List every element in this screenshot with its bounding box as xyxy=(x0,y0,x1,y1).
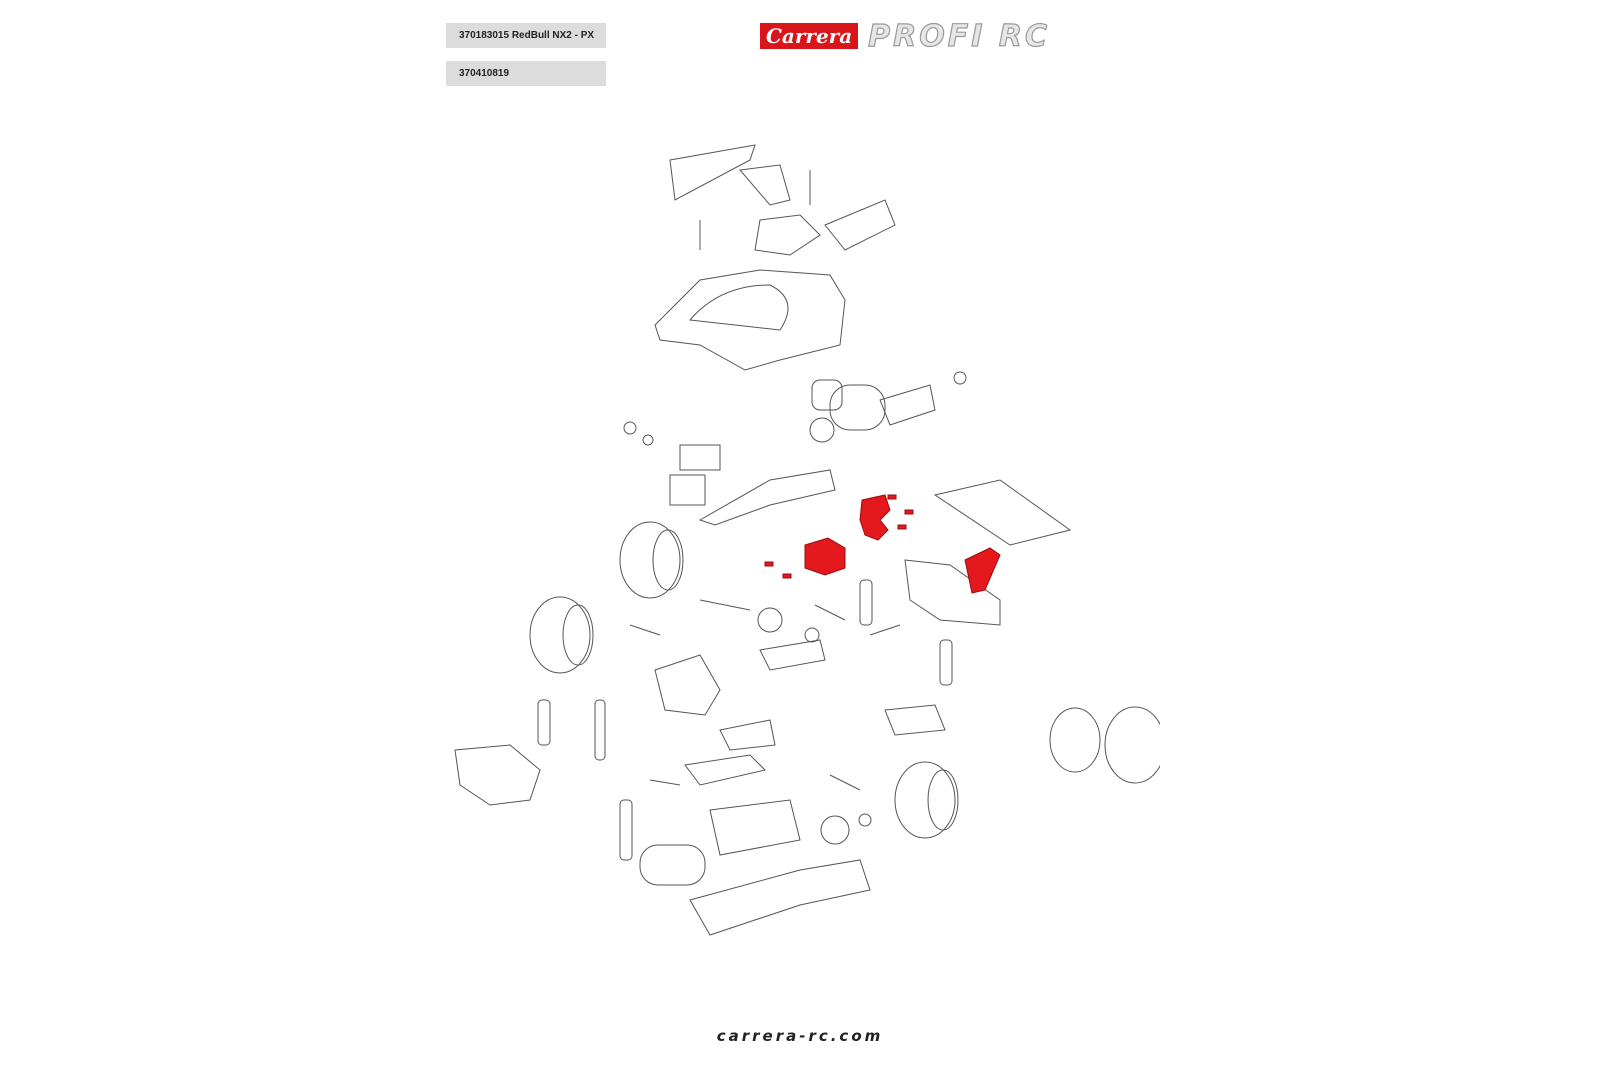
motor xyxy=(809,371,967,443)
wheels xyxy=(529,521,1160,839)
carrera-logo-text: Carrera xyxy=(760,23,859,49)
highlighted-wing-mount xyxy=(964,547,1001,594)
rear-bumper xyxy=(904,559,1001,626)
electronics xyxy=(639,754,801,886)
suspension-arms xyxy=(629,599,946,791)
rear-wing xyxy=(933,479,1072,546)
front-bulkhead xyxy=(654,654,721,716)
body-shell xyxy=(654,144,896,371)
highlighted-screw xyxy=(764,561,774,567)
highlighted-screw xyxy=(782,573,792,579)
highlighted-parts xyxy=(764,494,1001,594)
profi-rc-logo-text: PROFI RC xyxy=(868,18,1050,54)
shock-absorbers xyxy=(537,579,953,861)
servo-assembly xyxy=(623,421,721,506)
exploded-parts-diagram xyxy=(454,144,1160,936)
highlighted-screw xyxy=(904,509,914,515)
highlighted-screw xyxy=(897,524,907,530)
chassis-plate xyxy=(689,859,871,936)
highlighted-rear-hub-carrier xyxy=(859,494,891,541)
carrera-profi-rc-logo: Carrera PROFI RC xyxy=(760,18,1050,54)
part-number-label: 370410819 xyxy=(446,61,606,86)
product-label: 370183015 RedBull NX2 - PX xyxy=(446,23,606,48)
upper-deck xyxy=(698,469,836,526)
gears xyxy=(757,607,872,845)
highlighted-gearbox-housing xyxy=(804,537,846,576)
highlighted-screw xyxy=(887,494,897,500)
front-bumper xyxy=(454,744,541,806)
footer-url: carrera-rc.com xyxy=(716,1027,884,1045)
